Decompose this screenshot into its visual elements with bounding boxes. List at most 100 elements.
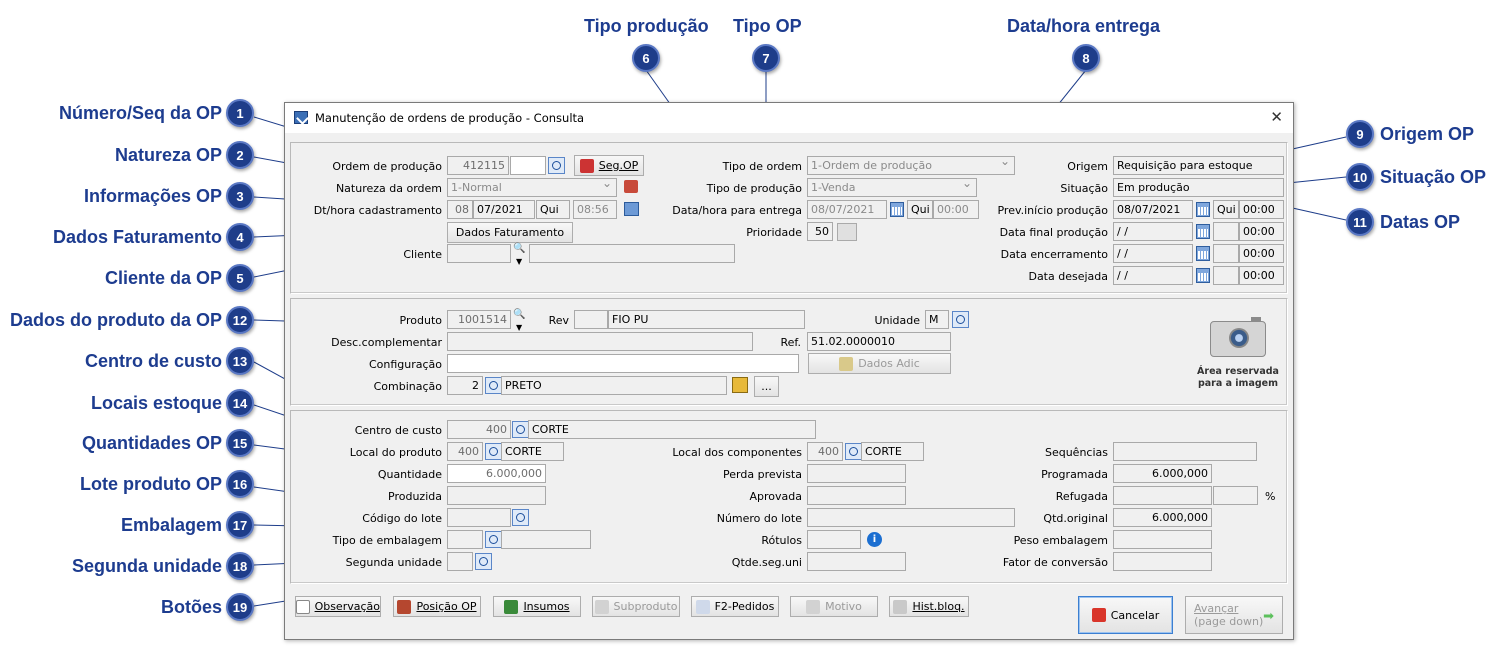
- dataenc-date-field[interactable]: / /: [1113, 244, 1193, 263]
- localprod-code-field[interactable]: 400: [447, 442, 483, 461]
- priority-icon[interactable]: [837, 223, 857, 241]
- cliente-dropdown-icon[interactable]: ▼: [516, 257, 523, 266]
- annotation-label-16: Lote produto OP: [80, 474, 222, 494]
- comb-code-field[interactable]: 2: [447, 376, 483, 395]
- comb-lookup-icon[interactable]: [485, 377, 502, 394]
- quantidade-label: Quantidade: [377, 468, 442, 481]
- prioridade-label: Prioridade: [746, 226, 802, 239]
- insumos-button[interactable]: Insumos: [493, 596, 581, 617]
- cliente-code-field[interactable]: [447, 244, 511, 263]
- ordem-field[interactable]: 412115: [447, 156, 509, 175]
- info-icon[interactable]: i: [867, 532, 882, 547]
- previnicio-calendar-icon[interactable]: [1196, 202, 1210, 217]
- segunda-unidade-lookup-icon[interactable]: [475, 553, 492, 570]
- embalagem-name-field: [501, 530, 591, 549]
- sequencias-label: Sequências: [1044, 446, 1108, 459]
- seg-op-button[interactable]: Seg.OP: [574, 155, 644, 176]
- annotation-badge-1: 1: [226, 99, 254, 127]
- refugada-pct-field: [1213, 486, 1258, 505]
- close-icon[interactable]: ✕: [1270, 108, 1283, 126]
- unidade-field: M: [925, 310, 949, 329]
- situacao-label: Situação: [1060, 182, 1108, 195]
- subproduto-button[interactable]: Subproduto: [592, 596, 680, 617]
- folder-icon[interactable]: [732, 377, 748, 393]
- datadesej-time-field[interactable]: 00:00: [1239, 266, 1284, 285]
- entrega-weekday-field: Qui: [907, 200, 933, 219]
- calendar-edit-icon[interactable]: [624, 202, 639, 216]
- produto-code-field[interactable]: 1001514: [447, 310, 511, 329]
- cc-code-field[interactable]: 400: [447, 420, 511, 439]
- cliente-label: Cliente: [403, 248, 442, 261]
- embalagem-code-field[interactable]: [447, 530, 483, 549]
- dtcad-label: Dt/hora cadastramento: [313, 204, 442, 217]
- produto-search-icon[interactable]: [513, 307, 525, 320]
- natureza-select[interactable]: 1-Normal: [447, 178, 617, 197]
- quantities-panel: [290, 410, 1288, 584]
- posicao-op-button[interactable]: Posição OP: [393, 596, 481, 617]
- previnicio-time-field[interactable]: 00:00: [1239, 200, 1284, 219]
- segunda-unidade-label: Segunda unidade: [345, 556, 442, 569]
- previnicio-label: Prev.início produção: [997, 204, 1108, 217]
- quantidade-field[interactable]: 6.000,000: [447, 464, 546, 483]
- datafinal-date-field[interactable]: / /: [1113, 222, 1193, 241]
- avancar-button[interactable]: Avançar (page down) ➡: [1185, 596, 1283, 634]
- datadesej-date-field[interactable]: / /: [1113, 266, 1193, 285]
- annotation-label-11: Datas OP: [1380, 212, 1461, 232]
- cancelar-button[interactable]: Cancelar: [1078, 596, 1173, 634]
- dataenc-time-field[interactable]: 00:00: [1239, 244, 1284, 263]
- previnicio-date-field[interactable]: 08/07/2021: [1113, 200, 1193, 219]
- annotation-label-2: Natureza OP: [114, 145, 222, 165]
- lote-field[interactable]: [447, 508, 511, 527]
- ordem-lookup-icon[interactable]: [548, 157, 565, 174]
- search-icon: [695, 599, 710, 614]
- ordem-seq-field[interactable]: [510, 156, 546, 175]
- window-titlebar: Manutenção de ordens de produção - Consu…: [285, 103, 1293, 133]
- eraser-icon[interactable]: [624, 180, 638, 193]
- dados-faturamento-button[interactable]: Dados Faturamento: [447, 222, 573, 243]
- entrega-calendar-icon[interactable]: [890, 202, 904, 217]
- unidade-lookup-icon[interactable]: [952, 311, 969, 328]
- lote-lookup-icon[interactable]: [512, 509, 529, 526]
- localcomp-code-field[interactable]: 400: [807, 442, 843, 461]
- dataenc-calendar-icon[interactable]: [1196, 246, 1210, 261]
- dataenc-label: Data encerramento: [1000, 248, 1108, 261]
- prioridade-field[interactable]: 50: [807, 222, 833, 241]
- cc-lookup-icon[interactable]: [512, 421, 529, 438]
- ellipsis-button[interactable]: ...: [754, 376, 779, 397]
- cancel-icon: [1091, 608, 1106, 622]
- annotation-label-17: Embalagem: [120, 515, 222, 535]
- tipo-producao-select[interactable]: 1-Venda: [807, 178, 977, 197]
- datadesej-calendar-icon[interactable]: [1196, 268, 1210, 283]
- localcomp-name-field: CORTE: [861, 442, 924, 461]
- annotation-label-19: Botões: [160, 597, 222, 617]
- wand-icon: [839, 356, 854, 371]
- qtdorig-field: 6.000,000: [1113, 508, 1212, 527]
- datafinal-time-field[interactable]: 00:00: [1239, 222, 1284, 241]
- annotation-label-15: Quantidades OP: [81, 433, 222, 453]
- embalagem-lookup-icon[interactable]: [485, 531, 502, 548]
- config-field[interactable]: [447, 354, 799, 373]
- segunda-unidade-field[interactable]: [447, 552, 473, 571]
- aprovada-label: Aprovada: [749, 490, 803, 503]
- cc-name-field: CORTE: [528, 420, 816, 439]
- entrega-time-field[interactable]: 00:00: [933, 200, 979, 219]
- motivo-button[interactable]: Motivo: [790, 596, 878, 617]
- annotation-label-5: Cliente da OP: [104, 268, 222, 288]
- localprod-lookup-icon[interactable]: [485, 443, 502, 460]
- cliente-search-icon[interactable]: [513, 241, 525, 254]
- f2-pedidos-button[interactable]: F2-Pedidos: [691, 596, 779, 617]
- produto-dropdown-icon[interactable]: ▼: [516, 323, 523, 332]
- tipo-ordem-select[interactable]: 1-Ordem de produção: [807, 156, 1015, 175]
- annotation-label-1: Número/Seq da OP: [58, 103, 222, 123]
- hist-bloq-button[interactable]: Hist.bloq.: [889, 596, 969, 617]
- image-placeholder-text: Área reservada para a imagem: [1197, 366, 1279, 389]
- localcomp-lookup-icon[interactable]: [845, 443, 862, 460]
- lote-label: Código do lote: [362, 512, 442, 525]
- annotation-badge-17: 17: [226, 511, 254, 539]
- dtcad-date-field: 07/2021: [473, 200, 535, 219]
- entrega-date-field[interactable]: 08/07/2021: [807, 200, 887, 219]
- dados-adic-button[interactable]: Dados Adic: [808, 353, 951, 374]
- datafinal-calendar-icon[interactable]: [1196, 224, 1210, 239]
- observacao-button[interactable]: Observação: [295, 596, 381, 617]
- dataenc-weekday-field: [1213, 244, 1239, 263]
